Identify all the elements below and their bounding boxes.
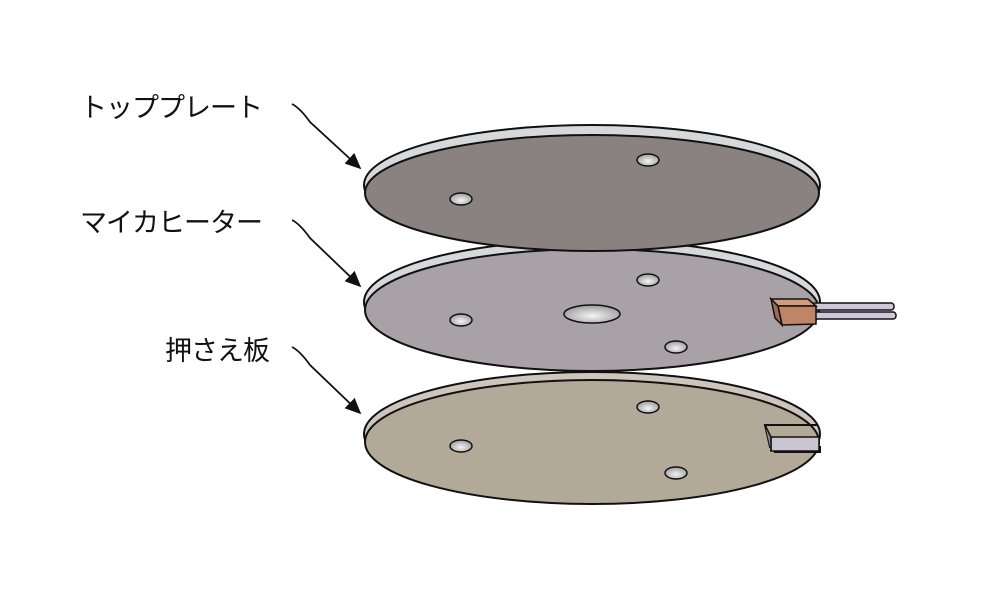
pressure-plate — [363, 371, 821, 505]
label-top-plate: トッププレート — [80, 93, 263, 124]
hole — [636, 153, 660, 167]
hole — [664, 340, 688, 354]
leader-top-plate — [291, 103, 362, 170]
hole — [449, 192, 473, 206]
mica-heater — [363, 239, 897, 372]
terminal-block — [769, 296, 818, 328]
lead-wires — [811, 302, 897, 320]
hole — [636, 273, 660, 287]
label-pressure-plate: 押さえ板 — [165, 336, 270, 367]
label-mica-heater: マイカヒーター — [80, 208, 263, 239]
hole — [636, 400, 660, 414]
leader-mica-heater — [291, 219, 362, 288]
hole — [664, 466, 688, 480]
top-plate — [363, 124, 821, 252]
hole — [449, 313, 473, 327]
hole — [449, 439, 473, 453]
leader-pressure-plate — [291, 346, 362, 415]
center-hole — [563, 304, 621, 324]
